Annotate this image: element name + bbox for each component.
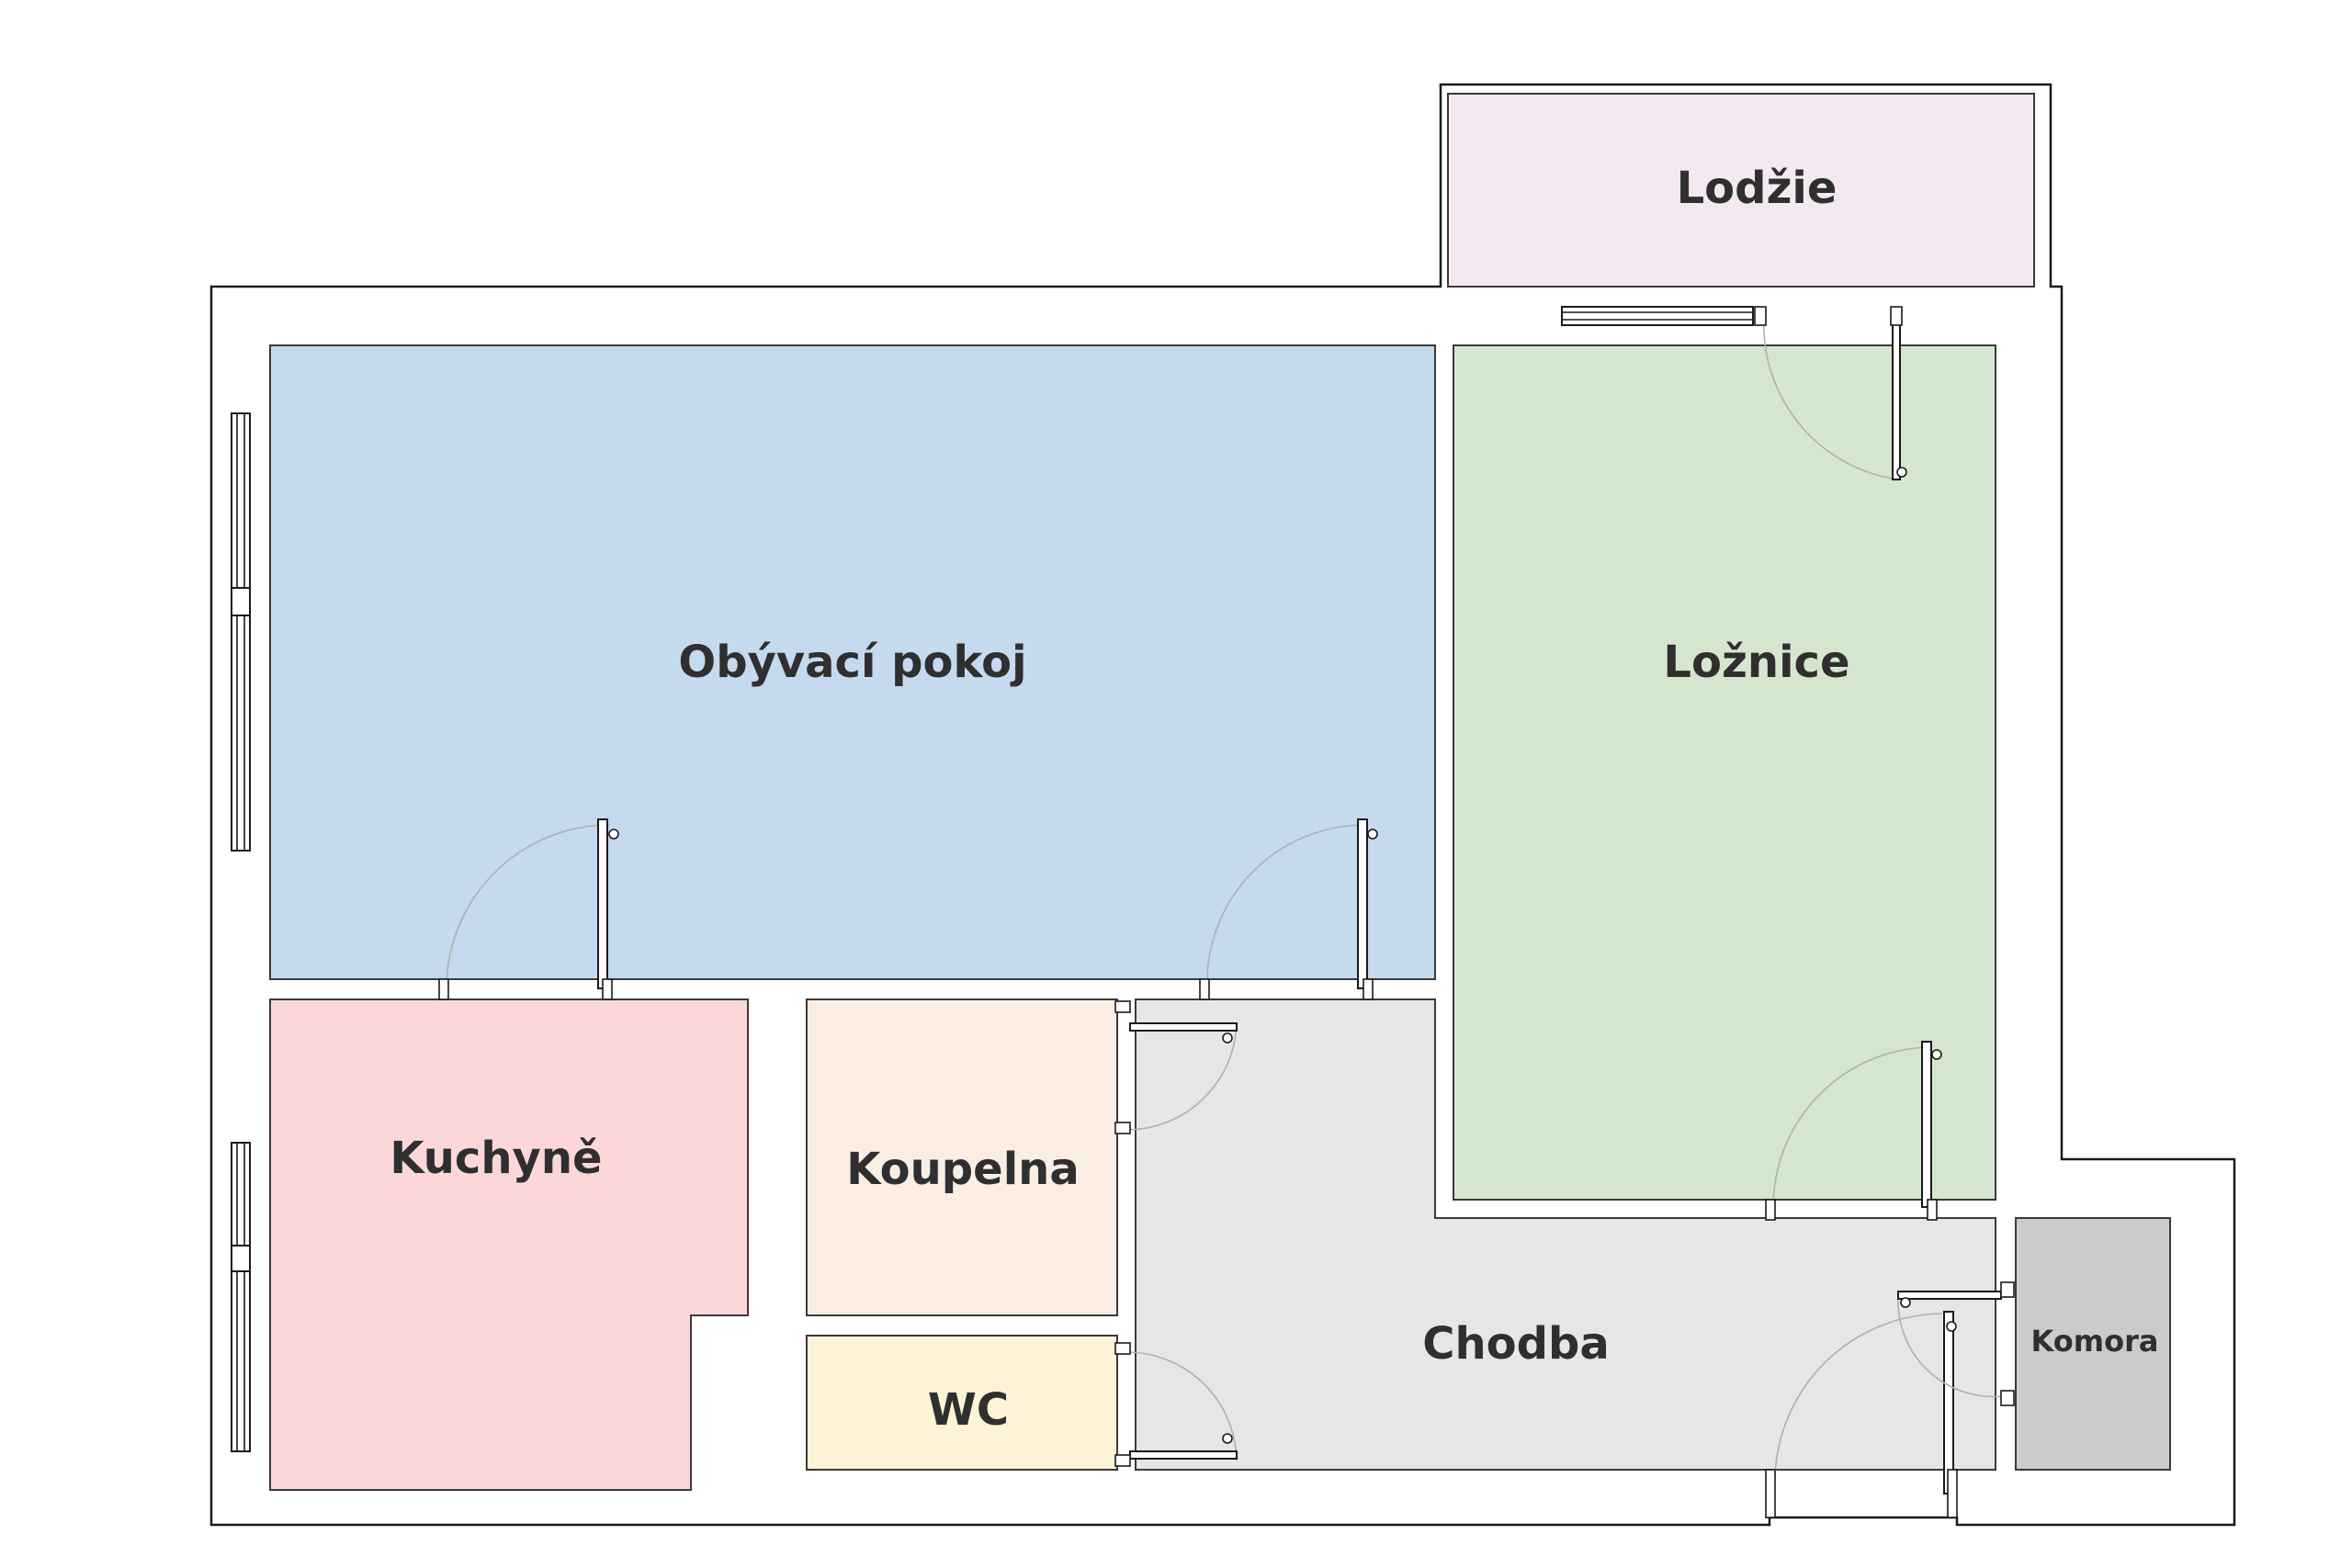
door-entrance [1765, 1311, 1958, 1518]
label-bathroom: Koupelna [846, 1144, 1079, 1195]
window-kitchen [231, 1142, 251, 1452]
door-bathroom [1114, 1000, 1238, 1134]
window-living [231, 412, 251, 852]
doors [438, 306, 2015, 1518]
room-labels: Obývací pokoj Ložnice Lodžie Kuchyně Kou… [390, 163, 2158, 1436]
room-bathroom-area [806, 998, 1118, 1316]
rooms [269, 93, 2171, 1491]
label-kitchen: Kuchyně [390, 1133, 602, 1184]
label-storage: Komora [2031, 1324, 2159, 1359]
door-wc [1114, 1342, 1238, 1467]
room-hallway-area [1135, 998, 1996, 1471]
windows [231, 306, 1754, 1452]
door-kitchen [438, 818, 619, 1000]
label-hallway: Chodba [1422, 1318, 1609, 1370]
door-loggia [1754, 306, 1907, 480]
room-living-area [269, 344, 1436, 980]
room-storage-area [2015, 1217, 2171, 1471]
label-wc: WC [928, 1384, 1009, 1436]
room-bedroom-area [1453, 344, 1996, 1201]
window-loggia [1561, 306, 1754, 326]
label-living: Obývací pokoj [678, 637, 1026, 688]
room-kitchen-area [269, 998, 749, 1491]
label-bedroom: Ložnice [1663, 637, 1849, 688]
room-loggia-area [1447, 93, 2035, 288]
door-bedroom [1765, 1041, 1942, 1221]
door-storage [1897, 1281, 2015, 1406]
label-loggia: Lodžie [1677, 163, 1838, 214]
room-wc-area [806, 1335, 1118, 1471]
door-living-hall [1199, 818, 1378, 1000]
